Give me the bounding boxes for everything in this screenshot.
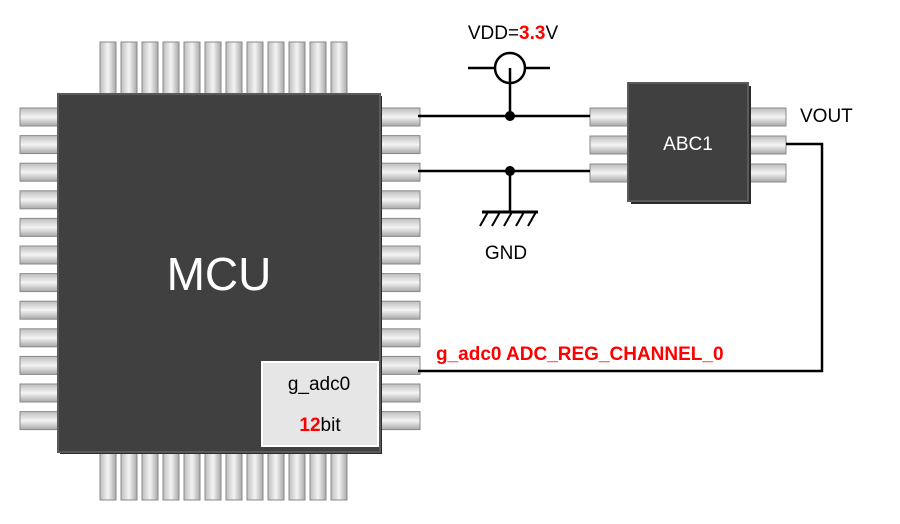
sensor-pins-right bbox=[747, 107, 787, 183]
mcu-pin bbox=[19, 328, 61, 348]
sensor-pin bbox=[589, 163, 631, 183]
mcu-pin bbox=[19, 355, 61, 375]
mcu-pins-right bbox=[379, 107, 421, 431]
mcu-pin bbox=[309, 451, 327, 501]
gnd-hatch bbox=[479, 211, 537, 227]
mcu-pin bbox=[379, 217, 421, 237]
mcu-label: MCU bbox=[167, 248, 272, 300]
mcu-pin bbox=[379, 355, 421, 375]
vdd-voltage-unit: V bbox=[545, 23, 558, 44]
mcu-pin bbox=[267, 41, 285, 97]
mcu-pin bbox=[225, 451, 243, 501]
adc-resolution-unit: bit bbox=[321, 415, 342, 436]
sensor-pin bbox=[589, 135, 631, 155]
mcu-pins-top bbox=[99, 41, 348, 97]
mcu-pin bbox=[162, 451, 180, 501]
mcu-pin bbox=[19, 273, 61, 293]
vdd-label: VDD=3.3V bbox=[468, 23, 559, 44]
mcu-pin bbox=[288, 41, 306, 97]
sensor-pin bbox=[747, 135, 787, 155]
mcu-pin bbox=[379, 107, 421, 127]
sensor-label: ABC1 bbox=[663, 134, 713, 155]
mcu-pin bbox=[379, 411, 421, 431]
mcu-pin bbox=[246, 451, 264, 501]
mcu-pin bbox=[19, 411, 61, 431]
mcu-pins-bottom bbox=[99, 451, 348, 501]
vout-wire bbox=[418, 142, 824, 373]
mcu-pin bbox=[204, 41, 222, 97]
mcu-pin bbox=[162, 41, 180, 97]
mcu-pin bbox=[309, 41, 327, 97]
mcu-pin bbox=[379, 328, 421, 348]
vdd-junction bbox=[505, 111, 515, 121]
gnd-label: GND bbox=[485, 243, 527, 264]
adc-resolution: 12bit bbox=[299, 415, 341, 436]
mcu-pin bbox=[225, 41, 243, 97]
mcu-pin bbox=[267, 451, 285, 501]
mcu-pin bbox=[330, 41, 348, 97]
mcu-pin bbox=[120, 451, 138, 501]
sensor-pin bbox=[747, 163, 787, 183]
mcu-pin bbox=[120, 41, 138, 97]
adc-channel-label: g_adc0 ADC_REG_CHANNEL_0 bbox=[436, 344, 724, 365]
mcu-pin bbox=[379, 245, 421, 265]
mcu-pin bbox=[379, 190, 421, 210]
mcu-pin bbox=[183, 41, 201, 97]
vout-label: VOUT bbox=[800, 106, 853, 127]
sensor-chip-body bbox=[627, 82, 749, 202]
mcu-pin bbox=[204, 451, 222, 501]
vdd-voltage-value: 3.3 bbox=[519, 23, 545, 44]
mcu-pin bbox=[141, 451, 159, 501]
vdd-prefix: VDD= bbox=[468, 23, 519, 44]
mcu-pin bbox=[379, 135, 421, 155]
adc-resolution-value: 12 bbox=[299, 415, 320, 436]
mcu-pin bbox=[19, 217, 61, 237]
mcu-pin bbox=[141, 41, 159, 97]
mcu-pin bbox=[379, 273, 421, 293]
mcu-pins-left bbox=[19, 107, 61, 431]
mcu-pin bbox=[19, 383, 61, 403]
mcu-pin bbox=[288, 451, 306, 501]
mcu-pin bbox=[19, 162, 61, 182]
adc-info-box bbox=[261, 361, 379, 447]
mcu-pin bbox=[246, 41, 264, 97]
mcu-pin bbox=[19, 190, 61, 210]
mcu-pin bbox=[379, 300, 421, 320]
mcu-pin bbox=[379, 383, 421, 403]
mcu-pin bbox=[19, 135, 61, 155]
mcu-pin bbox=[19, 300, 61, 320]
mcu-pin bbox=[19, 107, 61, 127]
mcu-pin bbox=[330, 451, 348, 501]
adc-name: g_adc0 bbox=[288, 374, 350, 395]
sensor-pin bbox=[589, 107, 631, 127]
mcu-pin bbox=[99, 41, 117, 97]
sensor-pins-left bbox=[589, 107, 631, 183]
mcu-pin bbox=[99, 451, 117, 501]
mcu-pin bbox=[19, 245, 61, 265]
mcu-pin bbox=[183, 451, 201, 501]
sensor-pin bbox=[747, 107, 787, 127]
mcu-pin bbox=[379, 162, 421, 182]
